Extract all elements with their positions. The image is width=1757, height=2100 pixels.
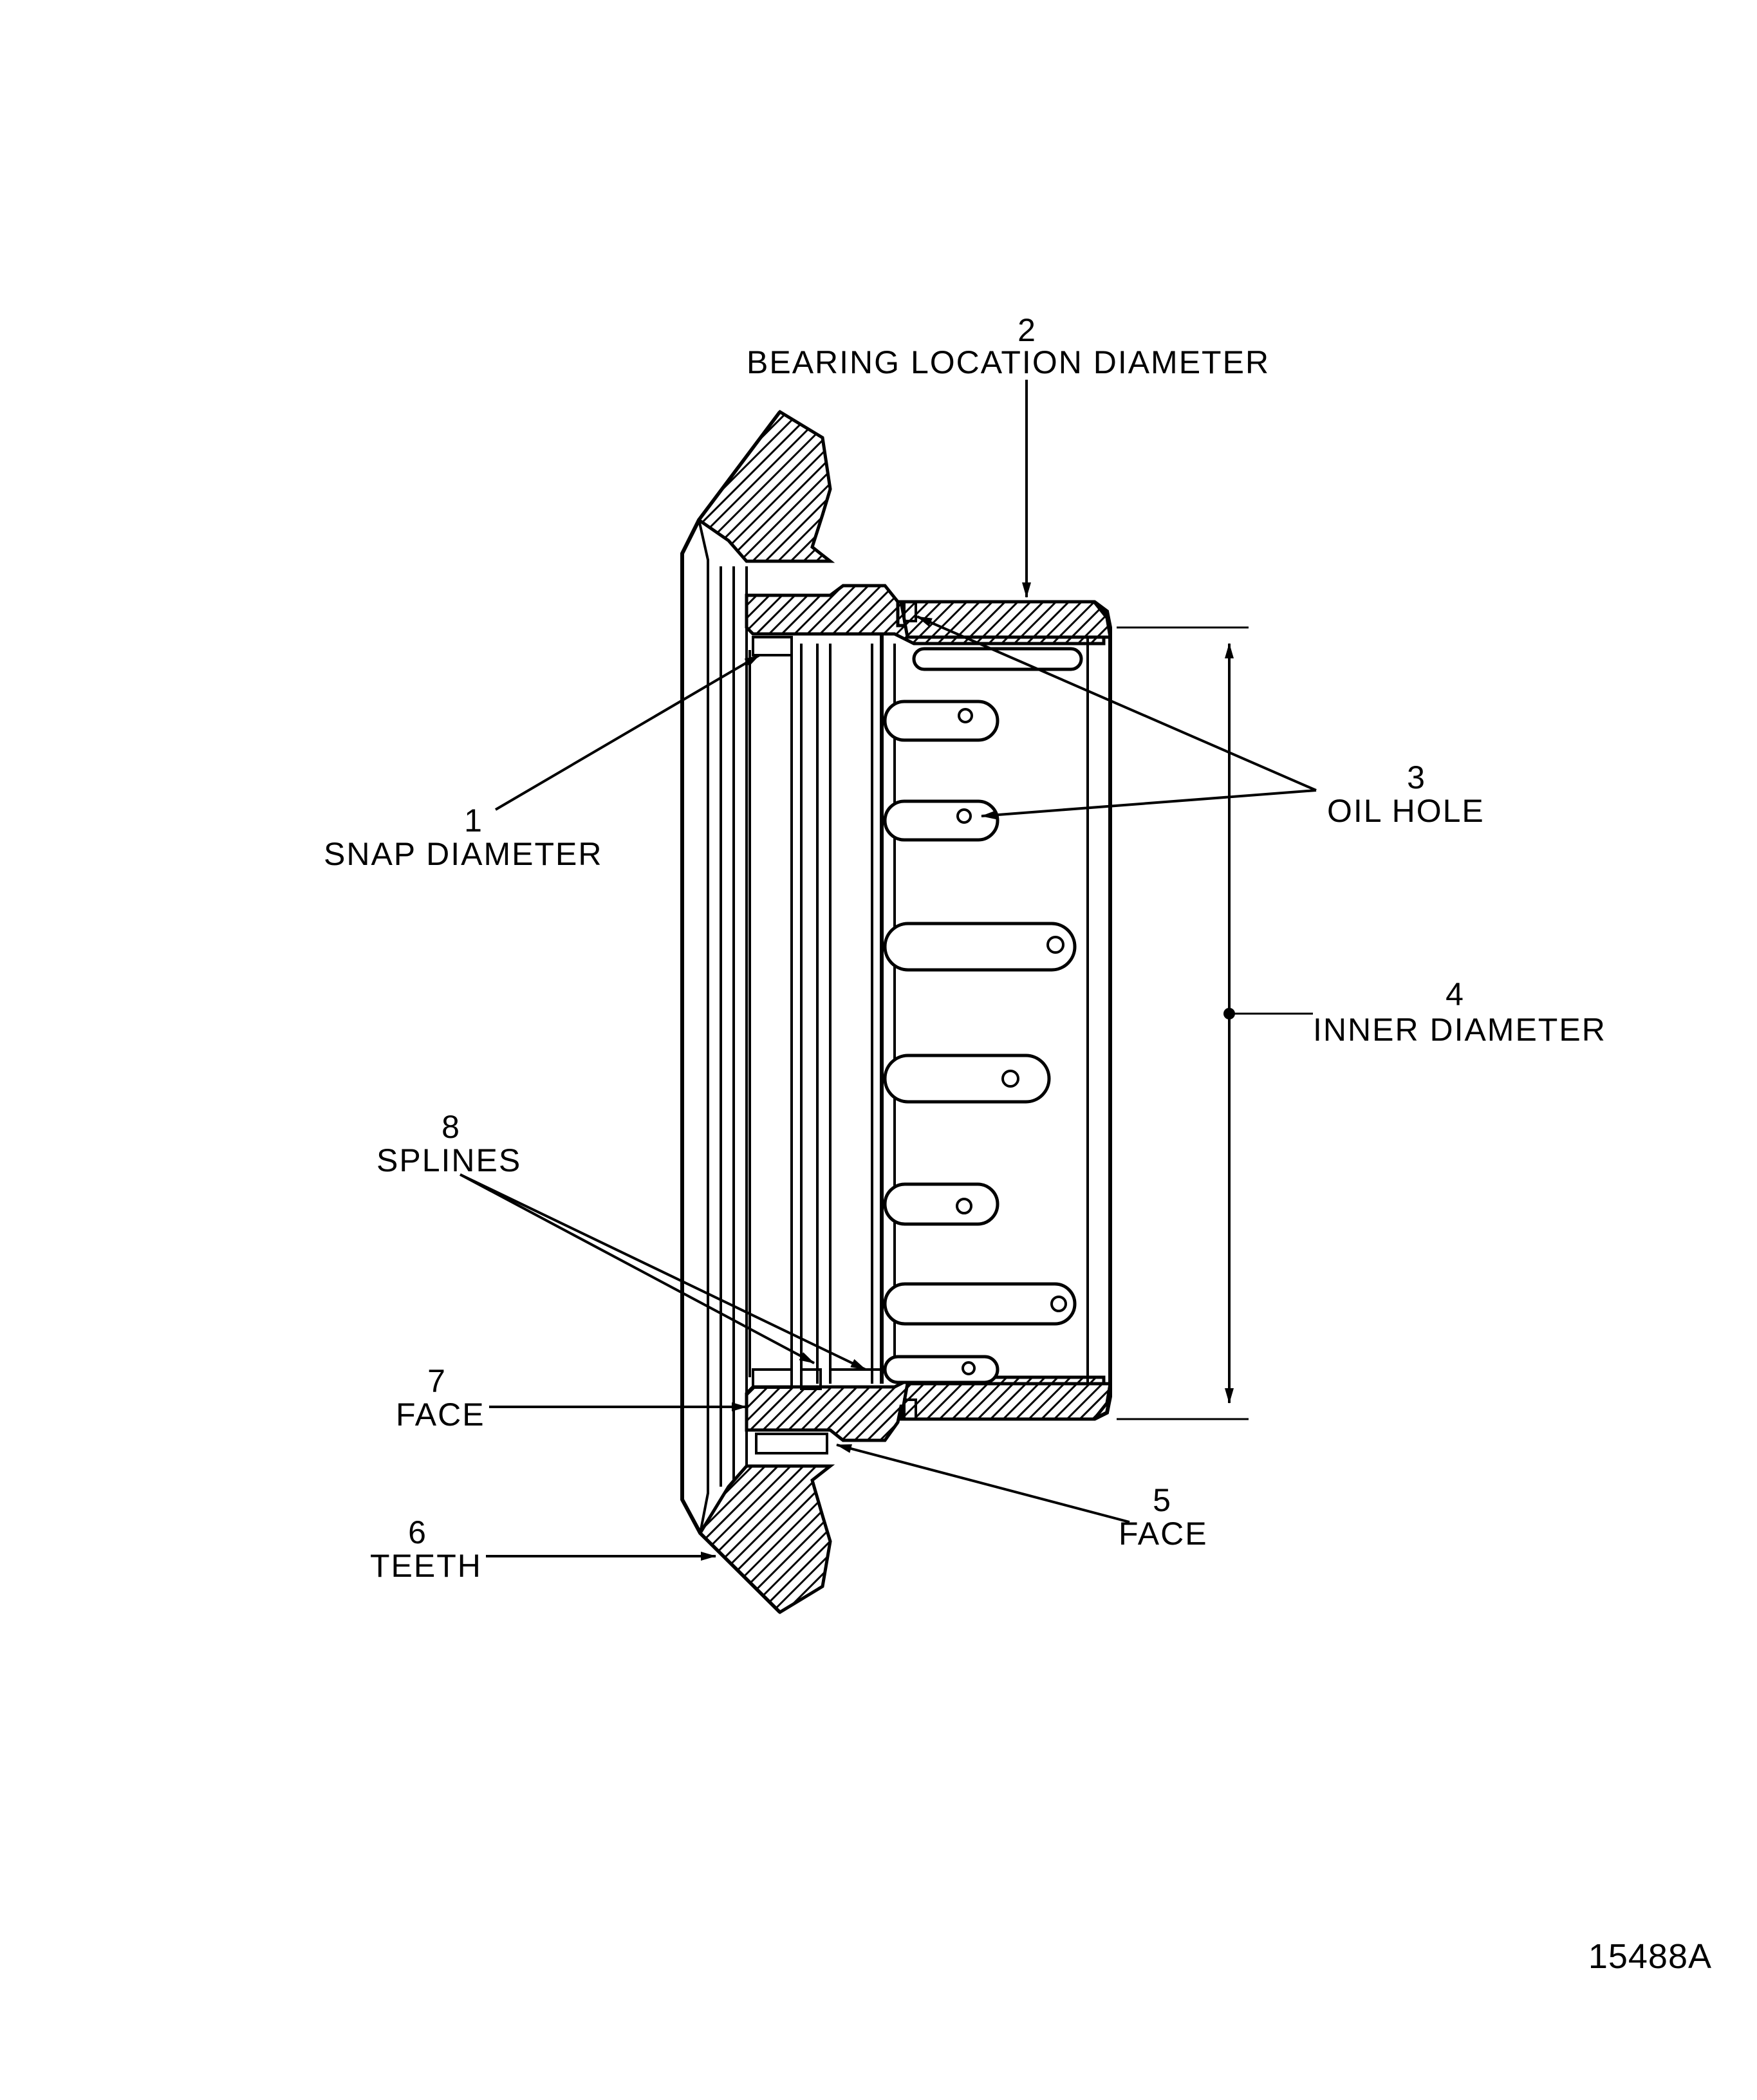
callout-labels: 2 BEARING LOCATION DIAMETER 3 OIL HOLE 1… xyxy=(324,312,1606,1584)
callout-6-label: TEETH xyxy=(370,1548,482,1584)
callout-7-label: FACE xyxy=(396,1397,485,1433)
leader-lines xyxy=(460,380,1317,1561)
callout-3-label: OIL HOLE xyxy=(1327,793,1485,829)
callout-8-number: 8 xyxy=(442,1109,460,1145)
callout-3-number: 3 xyxy=(1407,759,1425,795)
figure-number: 15488A xyxy=(1588,1937,1712,1976)
inner-diameter-dimension xyxy=(1117,626,1313,1420)
callout-8-label: SPLINES xyxy=(376,1142,521,1178)
callout-4-number: 4 xyxy=(1446,976,1464,1012)
callout-2-number: 2 xyxy=(1018,312,1036,348)
oil-slots xyxy=(883,647,1083,1384)
callout-1-number: 1 xyxy=(464,803,482,839)
callout-6-number: 6 xyxy=(408,1514,426,1550)
lower-teeth-section xyxy=(698,1464,835,1615)
callout-5-label: FACE xyxy=(1119,1516,1208,1552)
sleeve-lower-wall xyxy=(899,1382,1112,1421)
callout-5-number: 5 xyxy=(1153,1482,1171,1518)
gear-body xyxy=(680,409,1112,1615)
callout-4-label: INNER DIAMETER xyxy=(1313,1012,1606,1048)
callout-1-label: SNAP DIAMETER xyxy=(324,836,603,872)
gear-outer-profile xyxy=(680,411,782,1614)
sleeve-upper-wall xyxy=(899,600,1112,639)
upper-teeth-section xyxy=(696,409,835,563)
callout-2-label: BEARING LOCATION DIAMETER xyxy=(747,344,1270,380)
callout-7-number: 7 xyxy=(427,1363,445,1399)
